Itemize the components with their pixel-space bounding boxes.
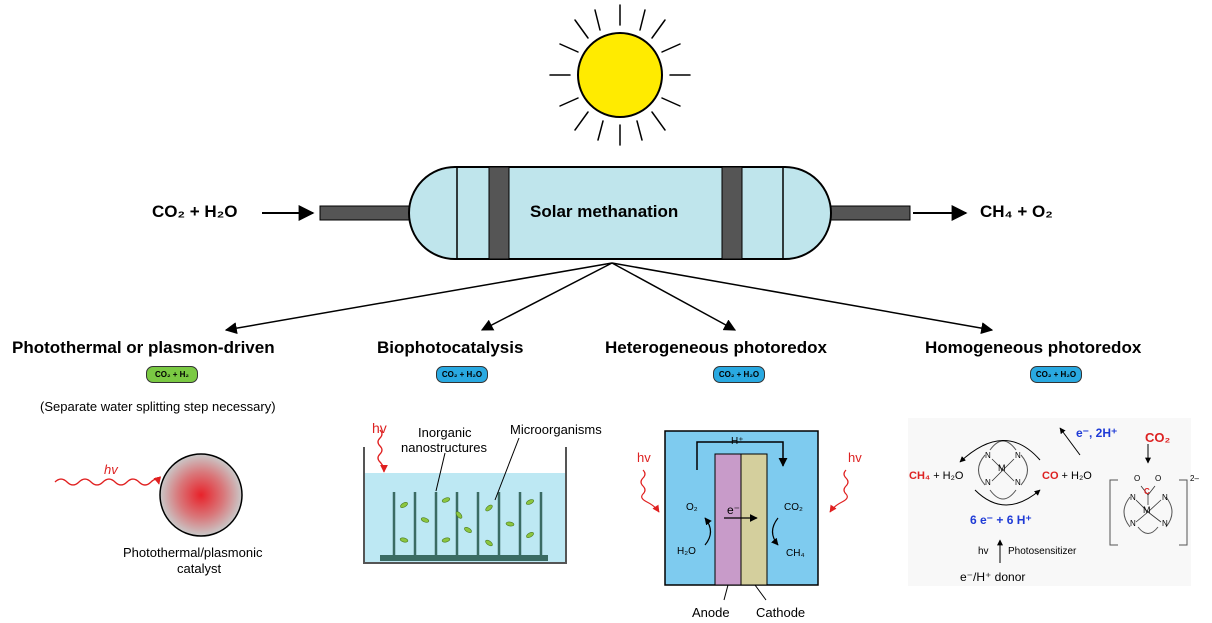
homo-n-left-1: N [985, 451, 991, 460]
hetero-h2o-label: H₂O [677, 546, 696, 557]
hetero-hv-right: hv [848, 450, 862, 465]
hetero-ch4-label: CH₄ [786, 548, 805, 559]
badge-co2-h2o-homo: CO₂ + H₂O [1030, 366, 1082, 383]
homo-n-left-3: N [985, 478, 991, 487]
heterogeneous-cell-illustration [640, 430, 849, 601]
homo-metal-right: M [1143, 505, 1151, 515]
reactor-title: Solar methanation [530, 202, 679, 221]
category-title-heterogeneous: Heterogeneous photoredox [605, 338, 827, 357]
homo-e-2h-label: e⁻, 2H⁺ [1076, 426, 1118, 440]
hetero-co2-label: CO₂ [784, 502, 803, 513]
homo-oxygen-right-1: O [1134, 474, 1141, 483]
homo-hv-label: hv [978, 546, 989, 557]
hetero-o2-label: O₂ [686, 502, 698, 513]
homo-carbon-right: C [1144, 487, 1150, 496]
sun-icon [549, 4, 691, 146]
hetero-hv-left: hv [637, 450, 651, 465]
catalyst-label-line1: Photothermal/plasmonic [123, 545, 263, 560]
reactor-vessel [319, 166, 911, 260]
homo-n-right-2: N [1162, 493, 1168, 502]
photothermal-illustration [54, 453, 243, 537]
bio-inorganic-label-line2: nanostructures [401, 440, 487, 455]
homo-co2-in-text: CO₂ [1145, 430, 1171, 445]
biophotocatalysis-illustration [363, 429, 567, 564]
homo-n-left-4: N [1015, 478, 1021, 487]
category-title-photothermal: Photothermal or plasmon-driven [12, 338, 275, 357]
category-title-biophotocatalysis: Biophotocatalysis [377, 338, 524, 357]
homo-ch4-h2o-label: CH₄ + H₂O [909, 470, 963, 482]
bio-hv-label: hv [372, 420, 387, 436]
homo-ch4-water-text: + H₂O [930, 470, 964, 482]
homo-co2-in-label: CO₂ [1145, 430, 1170, 445]
homo-n-right-3: N [1130, 519, 1136, 528]
category-title-homogeneous: Homogeneous photoredox [925, 338, 1142, 357]
cathode-label: Cathode [756, 605, 806, 620]
homogeneous-scheme-illustration [908, 418, 1191, 586]
photothermal-hv-label: hv [104, 462, 118, 477]
anode-label: Anode [692, 605, 730, 620]
homo-co-h2o-label: CO + H₂O [1042, 470, 1092, 482]
homo-photosensitizer-label: Photosensitizer [1008, 546, 1077, 557]
badge-co2-h2: CO₂ + H₂ [146, 366, 198, 383]
homo-charge-label: 2– [1190, 474, 1199, 483]
catalyst-label-line2: catalyst [177, 561, 222, 576]
badge-co2-h2o-hetero: CO₂ + H₂O [713, 366, 765, 383]
bio-inorganic-label-line1: Inorganic [418, 425, 472, 440]
hetero-hplus-label: H⁺ [731, 436, 744, 447]
homo-n-right-4: N [1162, 519, 1168, 528]
homo-co-text: CO [1042, 470, 1059, 482]
hetero-electron-label: e⁻ [727, 503, 741, 517]
photothermal-note: (Separate water splitting step necessary… [40, 399, 276, 414]
homo-donor-label: e⁻/H⁺ donor [960, 570, 1026, 584]
homo-metal-left: M [998, 463, 1006, 473]
homo-n-left-2: N [1015, 451, 1021, 460]
input-equation: CO₂ + H₂O [152, 202, 238, 221]
homo-six-e-label: 6 e⁻ + 6 H⁺ [970, 513, 1032, 527]
homo-ch4-text: CH₄ [909, 470, 931, 482]
homo-n-right-1: N [1130, 493, 1136, 502]
badge-co2-h2o-bio: CO₂ + H₂O [436, 366, 488, 383]
bio-microorganisms-label: Microorganisms [510, 422, 602, 437]
homo-oxygen-right-2: O [1155, 474, 1162, 483]
output-equation: CH₄ + O₂ [980, 202, 1053, 221]
homo-co-water-text: + H₂O [1058, 470, 1092, 482]
